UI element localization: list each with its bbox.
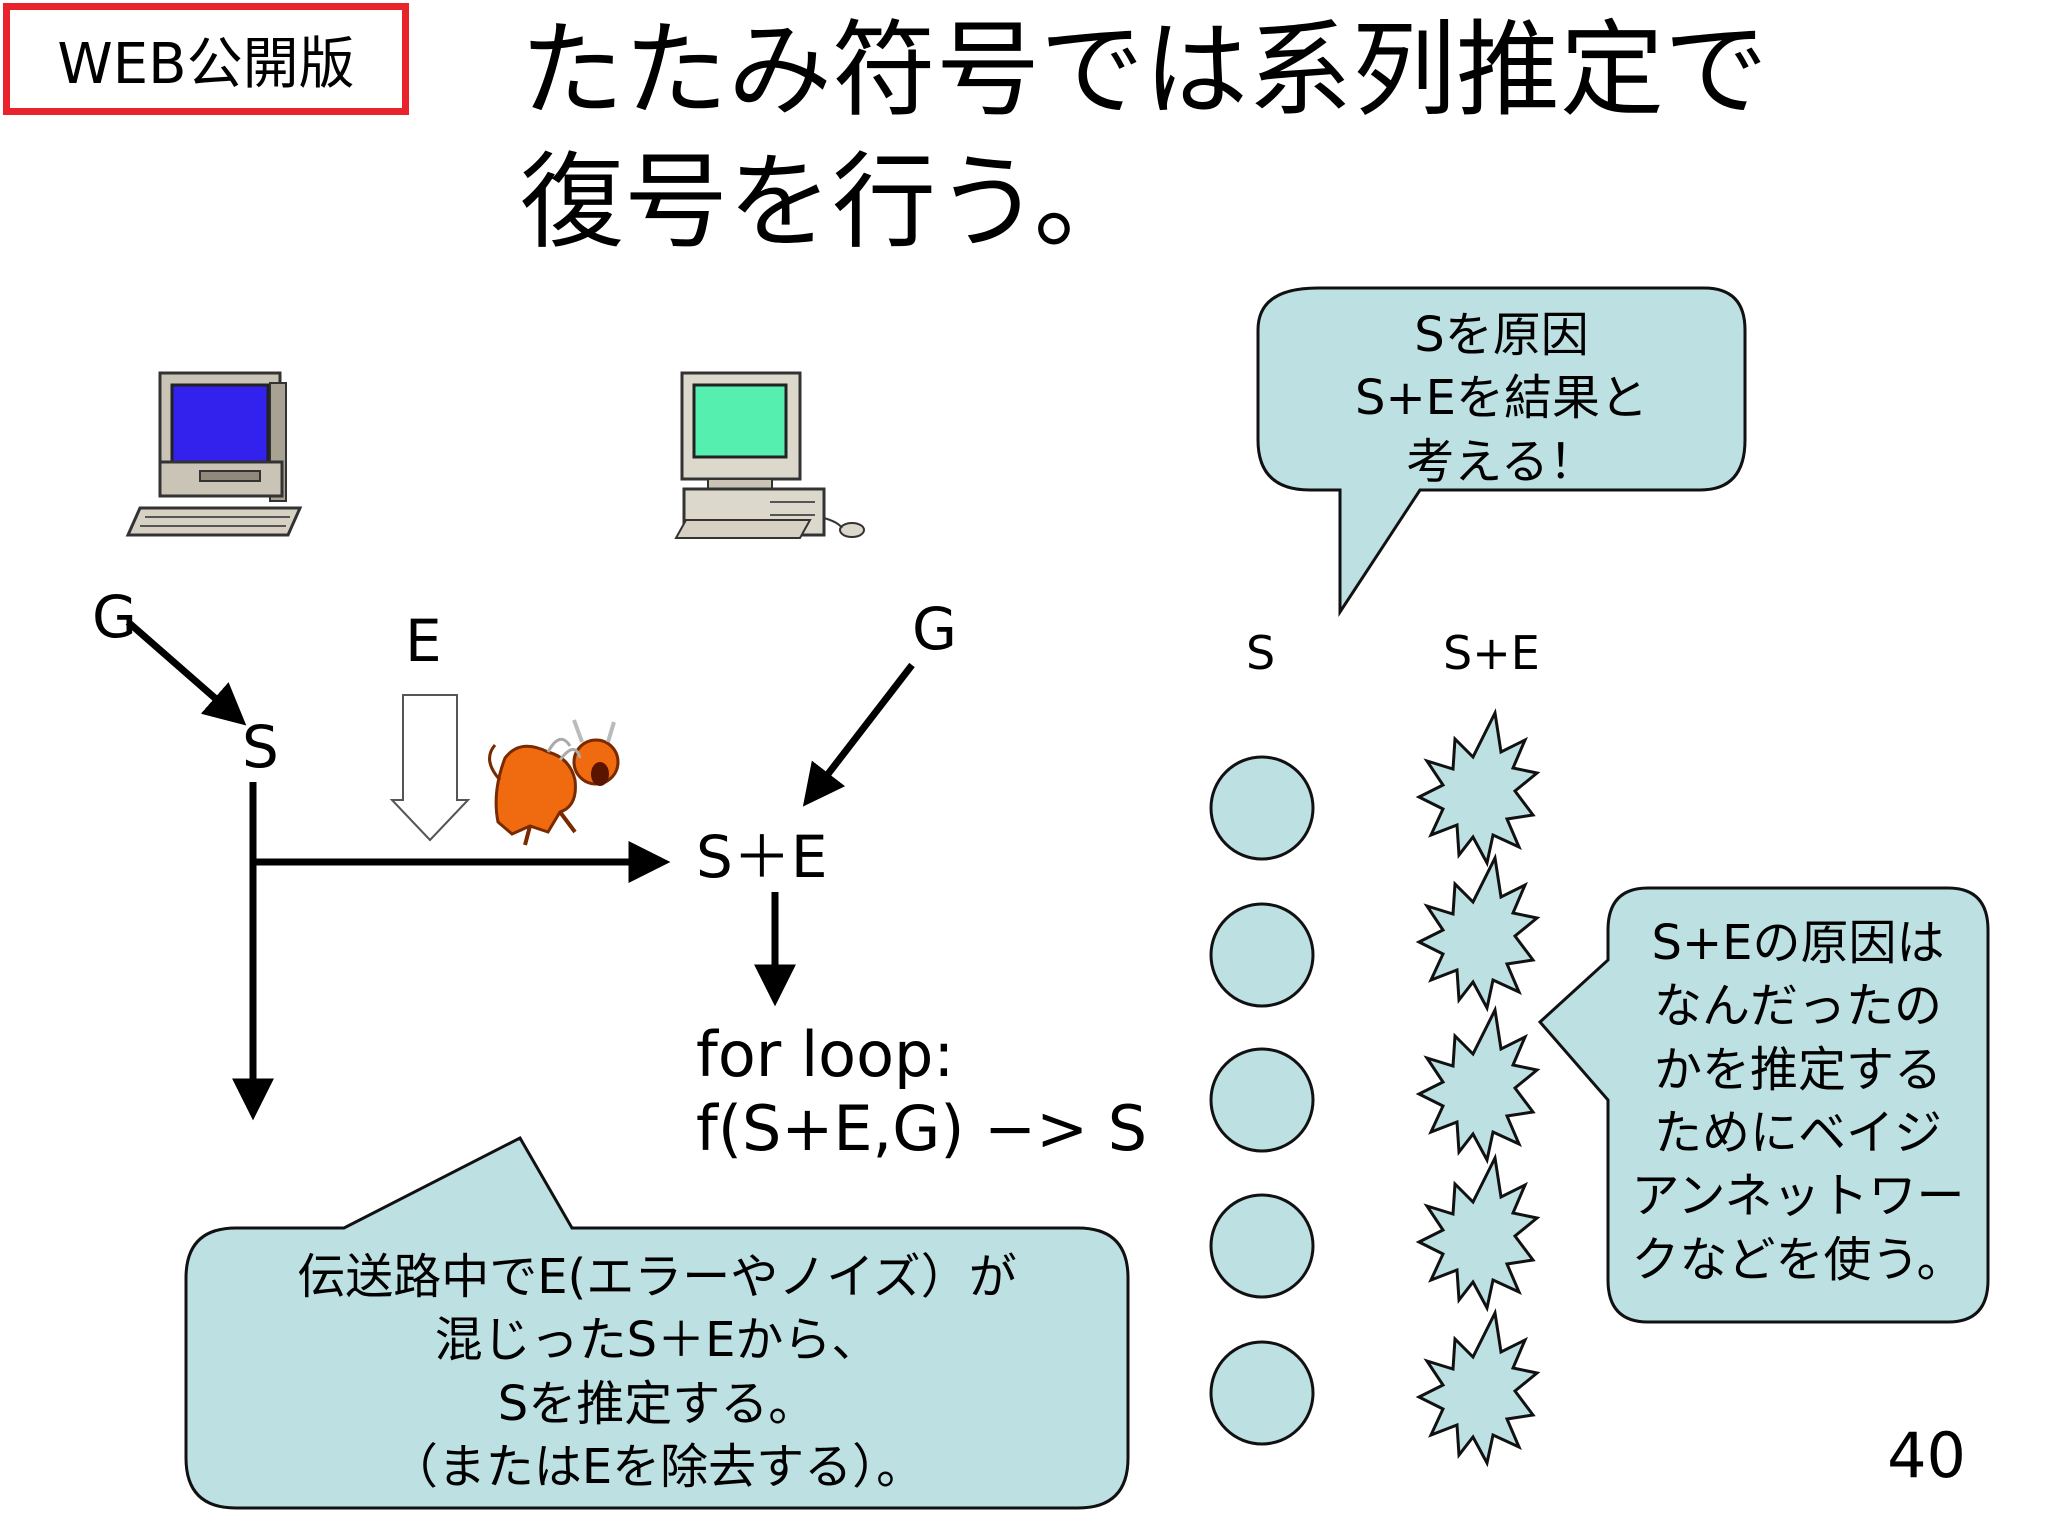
slide-title-line-2: 復号を行う。 [520,141,1138,263]
se-starburst [1415,1005,1541,1165]
callout-right-line: かを推定する [1653,1041,1942,1098]
s-circle [1209,1047,1315,1153]
callout-top-line: Sを原因 [1414,307,1589,363]
error-label: E [405,607,442,675]
se-column-header: S+E [1443,626,1540,680]
web-version-badge: WEB公開版 [3,3,409,115]
se-starburst [1415,1308,1541,1468]
arrow-g-to-s [125,619,247,726]
signal-label: S [242,713,279,781]
callout-top-line: S+Eを結果と [1354,370,1649,427]
received-signal-label: S＋E [696,823,828,891]
se-starburst [1415,708,1541,868]
callout-right-line: アンネットワー [1631,1168,1965,1225]
callout-bubble-top [1256,286,1747,618]
callout-bottom-line: Sを推定する。 [497,1375,817,1432]
se-starburst-column [1415,708,1541,1468]
callout-right-line: なんだったの [1653,978,1942,1035]
callout-top-line: 考える！ [1406,433,1597,490]
s-column-header: S [1246,626,1276,680]
arrow-g-to-se [802,662,915,807]
page-number: 40 [1887,1419,1966,1492]
s-circle [1209,1193,1315,1299]
loop-line-2: f(S+E,G) −> S [696,1092,1148,1165]
slide-title-line-1: たたみ符号では系列推定で [520,9,1769,131]
callout-right-text: S+Eの原因は なんだったの かを推定する ためにベイジ アンネットワー クなど… [1608,912,1988,1292]
receiver-computer-icon [674,371,865,539]
se-starburst [1415,1153,1541,1313]
callout-right-line: クなどを使う。 [1631,1231,1965,1288]
callout-bubble-bottom [184,1136,1130,1510]
s-circle [1209,755,1315,861]
generator-label-right: G [912,595,957,663]
se-starburst [1415,853,1541,1013]
callout-bottom-line: （またはEを除去する）。 [389,1439,925,1496]
error-injection-arrow [389,694,471,842]
callout-right-line: ためにベイジ [1653,1105,1942,1162]
sender-computer-icon [125,371,303,537]
callout-bottom-line: 伝送路中でE(エラーやノイズ）が [297,1249,1017,1305]
callout-bottom-line: 混じったS＋Eから、 [434,1312,880,1369]
loop-line-1: for loop: [696,1018,955,1091]
generator-label-left: G [92,583,137,651]
callout-bubble-right [1537,886,1990,1324]
callout-bottom-text: 伝送路中でE(エラーやノイズ）が 混じったS＋Eから、 Sを推定する。 （または… [186,1246,1128,1499]
callout-top-text: Sを原因 S+Eを結果と 考える！ [1258,304,1745,494]
s-circle [1209,902,1315,1008]
devil-noise-icon [488,719,620,846]
callout-right-line: S+Eの原因は [1651,915,1945,971]
s-circle [1209,1340,1315,1446]
